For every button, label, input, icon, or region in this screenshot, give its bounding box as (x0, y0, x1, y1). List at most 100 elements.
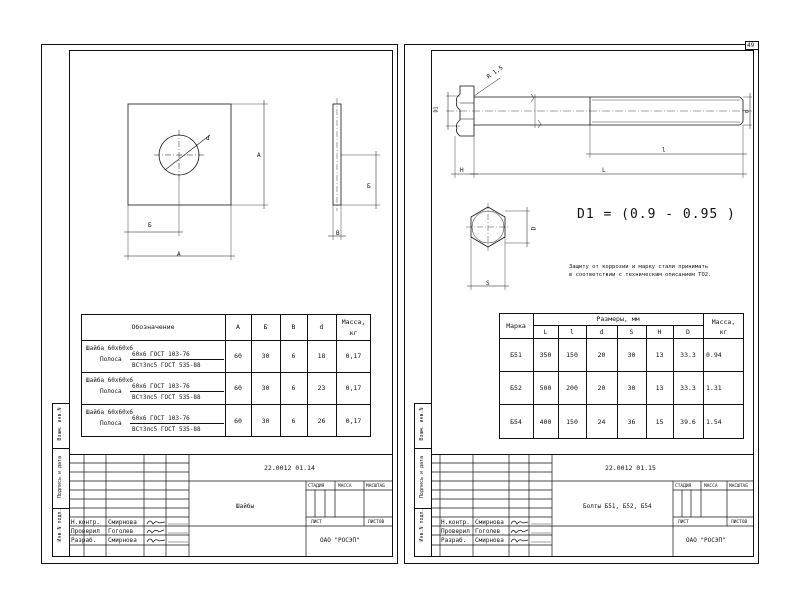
cell-d: 23 (317, 384, 326, 392)
left-sheet (41, 44, 398, 564)
drawing-code: 22.0012 01.15 (605, 464, 656, 472)
right-sheet (404, 44, 759, 564)
stage-label: СТАДИЯ (675, 484, 692, 489)
cell-H: 13 (655, 350, 664, 359)
cell-D: 33.3 (680, 383, 696, 392)
cell-S: 30 (627, 383, 636, 392)
row-std2: ВСт3пс5 ГОСТ 535-88 (132, 362, 201, 369)
cell-b: 30 (261, 384, 270, 392)
dim-b-side-label: Б (367, 183, 371, 190)
name-1: Смирнова (475, 519, 504, 526)
left-margin-stamp (52, 403, 69, 557)
name-2: Гоголев (108, 528, 134, 535)
role-dev: Разраб. (71, 537, 97, 544)
drawing-code: 22.0012 01.14 (264, 464, 315, 472)
sheet-label: ЛИСТ (678, 520, 689, 525)
cell-l: 200 (566, 383, 578, 392)
note-line-2: в соответствии с техническим описанием Т… (569, 272, 712, 278)
mass-label: МАССА (338, 484, 352, 489)
right-title-block (431, 454, 754, 557)
role-dev: Разраб. (441, 537, 467, 544)
H-label: H (460, 167, 464, 174)
cell-b: 30 (261, 416, 270, 425)
th-designation: Обозначение (131, 323, 175, 331)
th-group: Размеры, мм (596, 315, 640, 323)
note-line-1: Защиту от коррозии и марку стали принима… (569, 264, 709, 270)
th-mass: Масса, (711, 317, 736, 326)
th-S: S (629, 327, 634, 336)
cell-L: 500 (539, 383, 552, 392)
row-sub: Полоса (100, 356, 122, 363)
cell-mark: Б51 (510, 350, 522, 359)
washer-table (81, 314, 371, 437)
cell-v: 6 (291, 352, 296, 360)
dim-b-label: Б (148, 222, 152, 229)
cell-mass: 1.31 (706, 383, 722, 392)
cell-mass: 0,17 (345, 416, 362, 425)
th-kg: кг (349, 329, 358, 337)
left-frame (69, 50, 393, 557)
cell-d: 24 (597, 417, 606, 426)
row-std1: 60х6 ГОСТ 103-76 (132, 351, 190, 358)
cell-a: 60 (234, 384, 242, 392)
th-d: d (319, 323, 324, 331)
role-check: Проверил (441, 528, 470, 535)
L-label: L (602, 167, 606, 174)
name-3: Смирнова (475, 537, 504, 544)
formula: D1 = (0.9 - 0.95 ) (577, 207, 736, 222)
page-number-box (745, 41, 759, 50)
cell-a: 60 (234, 416, 242, 425)
cell-d: 18 (317, 352, 326, 360)
cell-b: 30 (261, 352, 270, 360)
S-label: S (486, 280, 490, 287)
cell-D: 39.6 (680, 417, 696, 426)
cell-L: 350 (539, 350, 552, 359)
name-2: Гоголев (475, 528, 501, 535)
sheets-label: ЛИСТОВ (731, 520, 748, 525)
th-a: А (236, 323, 240, 331)
dim-a-bottom-label: А (177, 251, 181, 258)
th-l: l (570, 327, 574, 336)
left-title-block (69, 454, 393, 557)
dim-v-label: В (336, 230, 340, 237)
cell-a: 60 (234, 352, 242, 360)
page-number: 49 (747, 42, 755, 49)
th-kg: кг (719, 327, 728, 336)
right-margin-stamp (414, 403, 431, 557)
row-sub: Полоса (100, 420, 122, 427)
th-D: D (686, 327, 690, 336)
cell-l: 150 (566, 350, 578, 359)
cell-D: 33.3 (680, 350, 696, 359)
cell-mass: 0.94 (706, 350, 722, 359)
th-H: H (657, 327, 662, 336)
scale-label: МАСШТАБ (366, 484, 385, 489)
th-b: Б (263, 323, 268, 331)
th-mark: Марка (506, 321, 526, 330)
role-check: Проверил (71, 528, 100, 535)
row-sub: Полоса (100, 388, 122, 395)
sheet-label: ЛИСТ (311, 520, 322, 525)
cell-H: 13 (655, 383, 664, 392)
row-name: Шайба 60х60х6 (86, 345, 133, 352)
dim-d-label: d (206, 135, 210, 142)
row-name: Шайба 60х60х6 (86, 409, 133, 416)
th-v: В (291, 323, 296, 331)
bolt-table (499, 313, 744, 439)
cell-d: 20 (597, 350, 606, 359)
row-std2: ВСт3пс5 ГОСТ 535-88 (132, 394, 201, 401)
cell-mass: 1.54 (706, 417, 722, 426)
scale-label: МАСШТАБ (729, 484, 748, 489)
cell-v: 6 (291, 384, 296, 392)
row-std1: 60х6 ГОСТ 103-76 (132, 383, 190, 390)
stage-label: СТАДИЯ (308, 484, 325, 489)
right-frame (431, 50, 754, 557)
cell-mass: 0,17 (345, 384, 362, 392)
cell-H: 15 (655, 417, 664, 426)
product-name: Болты Б51, Б52, Б54 (583, 503, 652, 510)
th-d: d (599, 327, 604, 336)
